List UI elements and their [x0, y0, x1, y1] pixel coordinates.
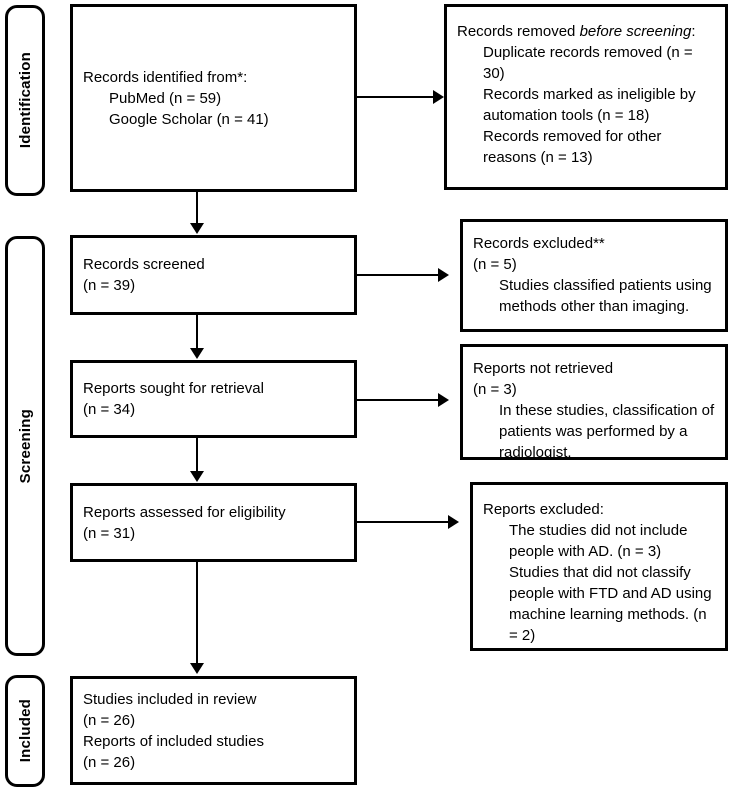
records-excluded-heading: Records excluded** [473, 235, 605, 252]
box-studies-included-in-review: Studies included in review (n = 26) Repo… [70, 676, 357, 785]
studies-included-line-4: (n = 26) [83, 753, 136, 771]
reports-assessed-line-2: (n = 31) [83, 524, 136, 542]
records-removed-item-3: Records removed for other reasons (n = 1… [483, 128, 666, 166]
arrowhead-screened-to-excluded [438, 268, 449, 282]
records-excluded-reason-1: Studies classified patients using method… [499, 277, 716, 315]
records-removed-item-1: Duplicate records removed (n = 30) [483, 44, 697, 82]
records-removed-heading-screening: screening [626, 23, 692, 40]
arrowhead-screened-to-sought [190, 348, 204, 359]
records-identified-line-3: Google Scholar (n = 41) [109, 110, 269, 128]
box-records-screened: Records screened (n = 39) [70, 235, 357, 315]
records-identified-line-2: PubMed (n = 59) [109, 89, 222, 107]
records-removed-heading-before: before [579, 23, 623, 40]
connector-assessed-to-excluded [357, 521, 450, 523]
records-removed-heading: Records removed before screening: [457, 21, 715, 42]
reports-sought-line-2: (n = 34) [83, 401, 136, 418]
arrowhead-identified-to-screened [190, 223, 204, 234]
studies-included-line-3: Reports of included studies [83, 732, 264, 750]
records-removed-item-2: Records marked as ineligible by automati… [483, 86, 700, 124]
reports-sought-line-1: Reports sought for retrieval [83, 380, 264, 397]
box-records-removed-before-screening: Records removed before screening: Duplic… [444, 4, 728, 190]
box-reports-excluded: Reports excluded: The studies did not in… [470, 482, 728, 651]
box-reports-assessed-for-eligibility: Reports assessed for eligibility (n = 31… [70, 483, 357, 562]
records-screened-line-1: Records screened [83, 256, 205, 273]
records-screened-line-2: (n = 39) [83, 277, 136, 294]
stage-label-included: Included [16, 699, 34, 763]
arrowhead-sought-to-assessed [190, 471, 204, 482]
reports-not-retrieved-count: (n = 3) [473, 381, 517, 398]
arrowhead-assessed-to-included [190, 663, 204, 674]
records-excluded-count: (n = 5) [473, 256, 517, 273]
reports-excluded-heading: Reports excluded: [483, 501, 604, 518]
stage-label-identification: Identification [16, 52, 34, 149]
connector-screened-to-excluded [357, 274, 440, 276]
arrowhead-identified-to-removed [433, 90, 444, 104]
connector-identified-to-screened [196, 192, 198, 224]
reports-not-retrieved-reason-1: In these studies, classification of pati… [499, 402, 719, 461]
reports-excluded-reason-2: Studies that did not classify people wit… [509, 564, 716, 644]
box-reports-sought-for-retrieval: Reports sought for retrieval (n = 34) [70, 360, 357, 438]
connector-sought-to-assessed [196, 438, 198, 472]
arrowhead-sought-to-not-retrieved [438, 393, 449, 407]
reports-excluded-reason-1: The studies did not include people with … [509, 522, 692, 560]
box-records-identified: Records identified from*: PubMed (n = 59… [70, 4, 357, 192]
connector-assessed-to-included [196, 562, 198, 664]
box-records-excluded: Records excluded** (n = 5) Studies class… [460, 219, 728, 332]
stage-pill-screening: Screening [5, 236, 45, 656]
studies-included-line-2: (n = 26) [83, 711, 136, 729]
stage-pill-included: Included [5, 675, 45, 787]
box-reports-not-retrieved: Reports not retrieved (n = 3) In these s… [460, 344, 728, 461]
arrowhead-assessed-to-excluded [448, 515, 459, 529]
connector-screened-to-sought [196, 315, 198, 348]
connector-identified-to-removed [357, 96, 435, 98]
connector-sought-to-not-retrieved [357, 399, 440, 401]
stage-pill-identification: Identification [5, 5, 45, 196]
records-identified-line-1: Records identified from*: [83, 68, 248, 86]
reports-not-retrieved-heading: Reports not retrieved [473, 360, 614, 377]
studies-included-line-1: Studies included in review [83, 690, 257, 708]
records-removed-heading-colon: : [691, 23, 696, 40]
records-removed-heading-a: Records removed [457, 23, 580, 40]
reports-assessed-line-1: Reports assessed for eligibility [83, 503, 286, 521]
stage-label-screening: Screening [16, 408, 34, 484]
